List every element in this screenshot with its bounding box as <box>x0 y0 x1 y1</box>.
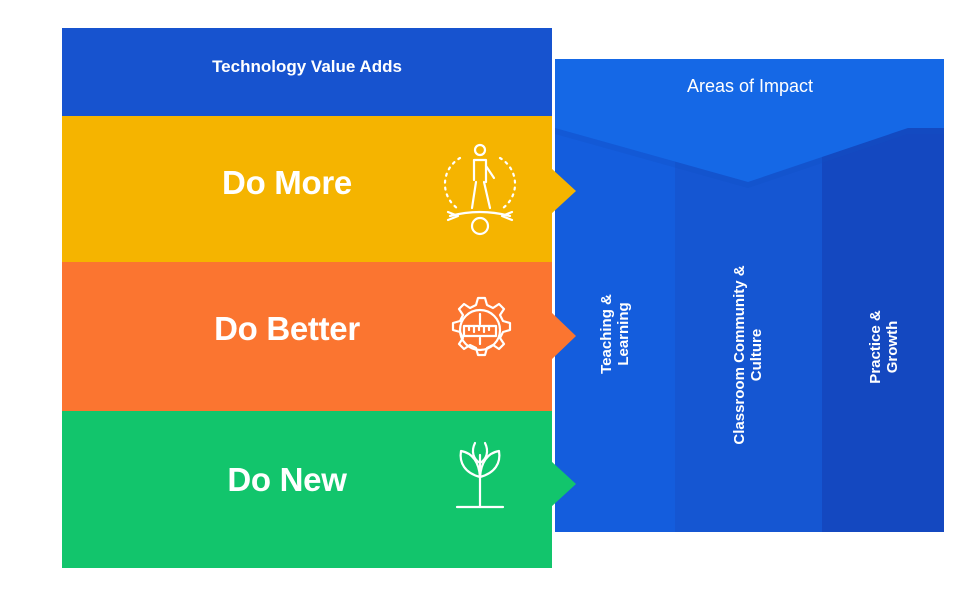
do-new-row: Do New <box>62 411 552 568</box>
do-new-label: Do New <box>227 461 347 498</box>
impact-label-teaching-learning: Teaching & Learning <box>598 294 632 374</box>
technology-value-adds-header: Technology Value Adds <box>62 28 552 116</box>
sprout-icon <box>455 441 505 509</box>
do-more-row: Do More <box>62 116 552 262</box>
do-better-row: Do Better <box>62 262 552 411</box>
impact-label-classroom-community: Classroom Community & Culture <box>731 265 765 445</box>
balance-figure-icon <box>443 143 517 236</box>
areas-of-impact-title: Areas of Impact <box>686 76 814 96</box>
do-better-arrow <box>551 312 576 360</box>
do-new-arrow <box>551 461 576 507</box>
header-title: Technology Value Adds <box>212 57 402 76</box>
do-better-label: Do Better <box>214 310 360 347</box>
do-more-label: Do More <box>222 164 352 201</box>
do-more-arrow <box>551 168 576 214</box>
impact-label-practice-growth: Practice & Growth <box>867 310 901 384</box>
gear-ruler-icon <box>451 296 512 357</box>
